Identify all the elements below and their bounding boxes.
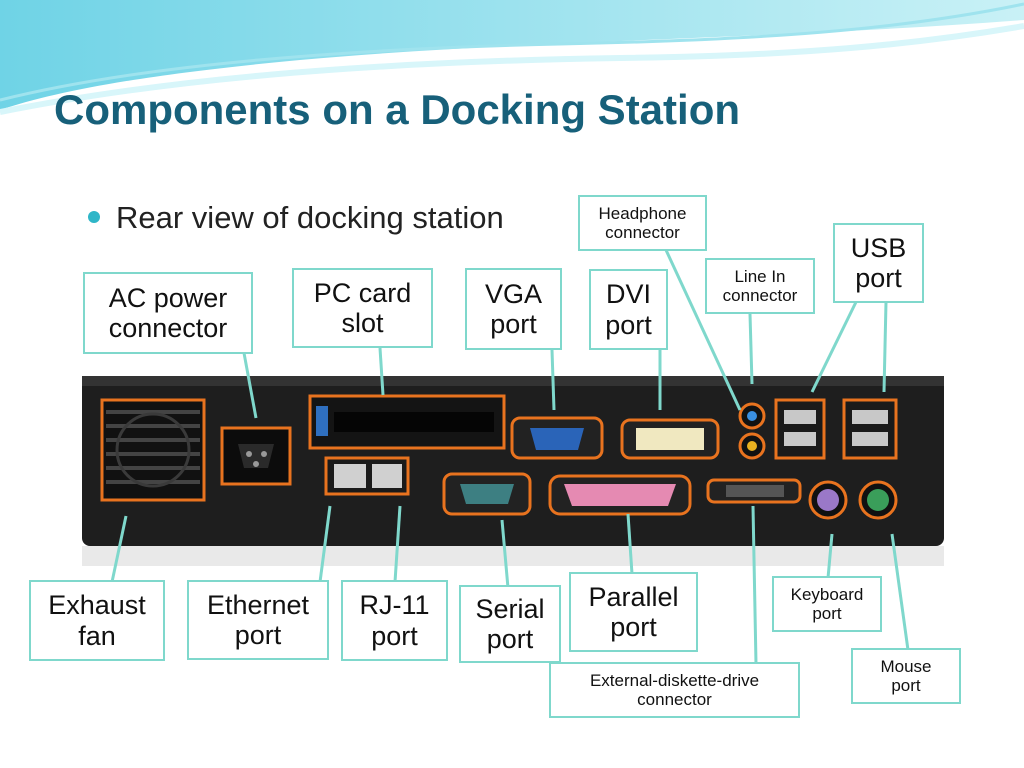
label-external-diskette-drive-connector: External-diskette-drive connector <box>549 662 800 718</box>
label-pc-card-slot: PC card slot <box>292 268 433 348</box>
exhaust-fan-graphic <box>100 398 206 502</box>
bullet-icon <box>88 211 100 223</box>
serial-graphic <box>442 472 532 516</box>
label-keyboard-port: Keyboard port <box>772 576 882 632</box>
leader-line-in <box>748 313 754 385</box>
label-usb-port: USB port <box>833 223 924 303</box>
label-serial-port: Serial port <box>459 585 561 663</box>
label-ethernet-port: Ethernet port <box>187 580 329 660</box>
label-mouse-port: Mouse port <box>851 648 961 704</box>
label-dvi-port: DVI port <box>589 269 668 350</box>
slide-title: Components on a Docking Station <box>54 86 741 133</box>
label-rj11-port: RJ-11 port <box>341 580 448 661</box>
ps2-graphic <box>808 480 898 520</box>
audio-jacks-graphic <box>738 402 766 460</box>
usb-graphic <box>774 398 898 460</box>
label-parallel-port: Parallel port <box>569 572 698 652</box>
label-ac-power-connector: AC power connector <box>83 272 253 354</box>
docking-station-rear-image <box>82 376 944 566</box>
label-vga-port: VGA port <box>465 268 562 350</box>
dvi-graphic <box>620 418 720 460</box>
bullet-text: Rear view of docking station <box>116 200 504 235</box>
label-line-in-connector: Line In connector <box>705 258 815 314</box>
header-wave-decoration <box>0 0 1024 115</box>
diskette-graphic <box>706 478 802 504</box>
label-headphone-connector: Headphone connector <box>578 195 707 251</box>
parallel-graphic <box>548 474 692 516</box>
label-exhaust-fan: Exhaust fan <box>29 580 165 661</box>
vga-graphic <box>510 416 604 460</box>
pc-card-slot-graphic <box>308 394 506 450</box>
ethernet-rj11-graphic <box>324 456 410 496</box>
ac-power-graphic <box>220 426 292 486</box>
